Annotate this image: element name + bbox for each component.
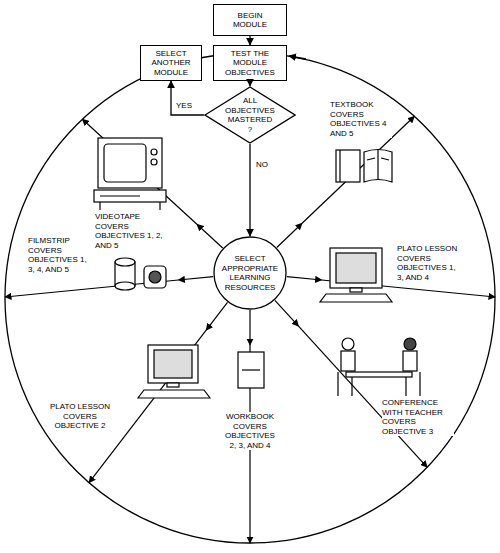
radial-arrow: [277, 223, 302, 247]
radial-arrow: [178, 277, 213, 280]
resource-label: PLATO LESSON COVERS OBJECTIVE 2: [48, 402, 112, 431]
flow-connector: [249, 144, 250, 236]
terminal-monitor: [148, 345, 198, 383]
book-spine: [339, 150, 340, 182]
radial-arrows: [5, 116, 495, 543]
resource-label: FILMSTRIP COVERS OBJECTIVES 1, 3, 4, AND…: [28, 236, 94, 274]
filmstrip-projector: [144, 266, 166, 288]
radial-arrow: [206, 302, 227, 330]
terminal-box: BEGIN MODULE: [213, 4, 287, 36]
stand-leg: [159, 202, 160, 210]
edge-label: NO: [256, 160, 268, 170]
terminal-keyboard: [138, 390, 210, 398]
plato-terminal-illustration: [138, 345, 210, 398]
book-fold: [377, 149, 378, 179]
monitor-knob: [151, 149, 157, 155]
flow-connector: [171, 81, 204, 115]
text-wrap: SELECT APPROPRIATE LEARNING RESOURCES: [219, 254, 281, 292]
resource-label: WORKBOOK COVERS OBJECTIVES 2, 3, AND 4: [223, 412, 277, 450]
tape-deck: [94, 190, 166, 202]
monitor-cabinet: [98, 138, 162, 188]
table-leg: [351, 377, 352, 396]
tape-slot: [100, 195, 140, 196]
radial-arrow: [82, 119, 196, 224]
resource-label: TEXTBOOK COVERS OBJECTIVES 4 AND 5: [330, 100, 392, 138]
conference-illustration: [338, 338, 420, 396]
book-text-line: [367, 158, 375, 160]
resource-label: VIDEOTAPE COVERS OBJECTIVES 1, 2, AND 5: [95, 212, 167, 250]
videotape-illustration: [94, 138, 166, 210]
text-wrap: TEST THE MODULE OBJECTIVES: [220, 49, 280, 78]
node-text: BEGIN MODULE: [220, 11, 280, 30]
teacher-body: [403, 351, 417, 371]
node-text: SELECT ANOTHER MODULE: [144, 49, 198, 78]
resource-label: CONFERENCE WITH TEACHER COVERS OBJECTIVE…: [382, 398, 454, 436]
workbook-illustration: [238, 352, 264, 388]
chair-leg: [419, 372, 420, 396]
workbook-cover: [238, 352, 264, 388]
student-head: [342, 338, 354, 350]
text-wrap: ALL OBJECTIVES MASTERED ?: [225, 96, 275, 134]
node-text: ALL OBJECTIVES MASTERED ?: [225, 96, 275, 134]
resource-label: PLATO LESSON COVERS OBJECTIVES 1, 3, AND…: [397, 244, 461, 282]
terminal-keyboard: [320, 294, 392, 302]
text-wrap: SELECT ANOTHER MODULE: [144, 49, 198, 78]
stand-leg: [99, 202, 100, 210]
teacher-head: [404, 338, 416, 350]
process-box: TEST THE MODULE OBJECTIVES: [213, 45, 287, 81]
book-text-line: [381, 158, 389, 160]
text-wrap: BEGIN MODULE: [220, 11, 280, 30]
terminal-screen: [154, 350, 192, 378]
flow-connector: [249, 36, 250, 45]
radial-arrow: [287, 277, 322, 280]
edge-label: YES: [176, 101, 192, 111]
monitor-screen: [104, 144, 146, 182]
terminal-base: [350, 288, 362, 292]
open-book: [364, 150, 392, 183]
decision-diamond: ALL OBJECTIVES MASTERED ?: [204, 86, 296, 144]
textbook-illustration: [336, 149, 392, 182]
node-text: TEST THE MODULE OBJECTIVES: [220, 49, 280, 78]
radial-arrow: [275, 300, 299, 326]
cycle-circle: [5, 53, 495, 543]
canister-lid: [115, 258, 135, 266]
workbook-title-line: [242, 369, 260, 370]
chair-leg: [337, 372, 338, 396]
conference-table: [346, 372, 412, 377]
process-box: SELECT ANOTHER MODULE: [140, 45, 202, 81]
terminal-monitor: [330, 248, 382, 288]
radial-arrow: [299, 326, 428, 467]
student-body: [341, 351, 355, 371]
table-leg: [405, 377, 406, 396]
node-text: SELECT APPROPRIATE LEARNING RESOURCES: [219, 254, 281, 292]
plato-terminal-illustration: [320, 248, 392, 302]
closed-book: [336, 150, 360, 182]
flow-connector: [249, 81, 250, 86]
resource-circle: SELECT APPROPRIATE LEARNING RESOURCES: [213, 236, 287, 310]
radial-arrow: [197, 224, 223, 248]
terminal-screen: [336, 253, 376, 283]
terminal-base: [167, 383, 179, 387]
diamond-shape: [205, 87, 295, 143]
circle-shape: [214, 237, 286, 309]
radial-arrow: [249, 310, 250, 345]
cycle-return-arrow: [289, 56, 306, 59]
filmstrip-illustration: [115, 258, 166, 290]
monitor-knob: [151, 159, 157, 165]
projector-lens: [149, 271, 161, 283]
canister-base: [115, 282, 135, 290]
